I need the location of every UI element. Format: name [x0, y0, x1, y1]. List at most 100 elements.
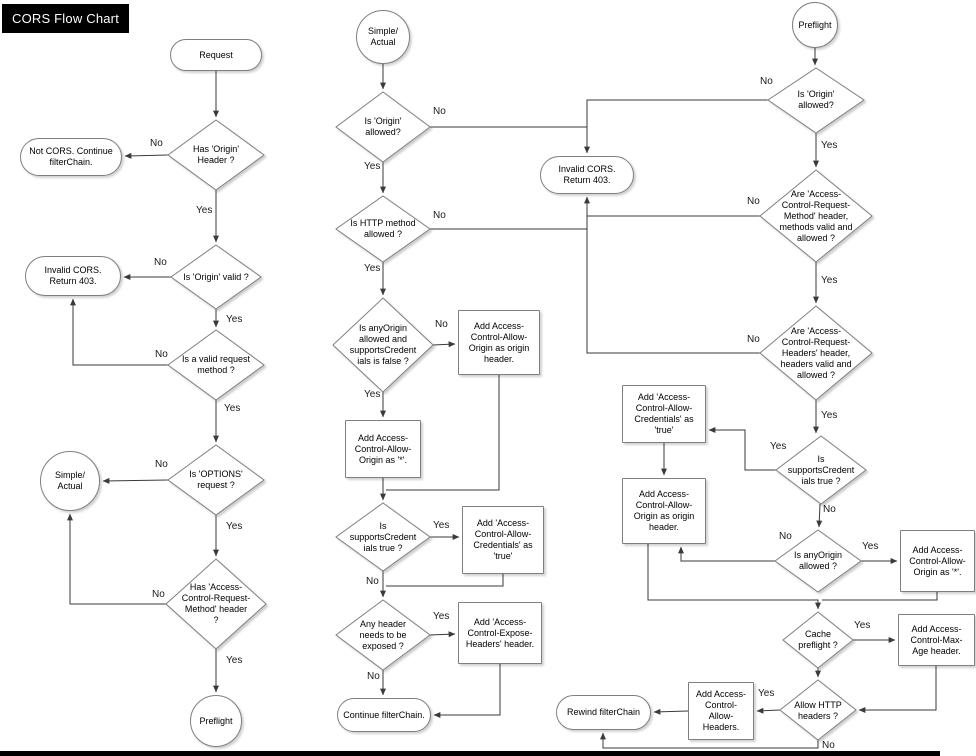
node-has-origin-header: Has 'Origin' Header ? [176, 132, 256, 178]
edge-label-no: No [435, 319, 448, 330]
chart-title: CORS Flow Chart [2, 4, 130, 33]
edge-label-yes: Yes [862, 541, 879, 552]
diamond-m-supports-credentials [335, 502, 431, 572]
node-preflight-right-label: Preflight [798, 19, 832, 30]
node-acrm-valid-label: Are 'Access- Control-Request- Method' he… [779, 188, 853, 243]
edge-label-no: No [155, 459, 168, 470]
node-add-origin-header-right-label: Add Access- Control-Allow- Origin as ori… [633, 489, 695, 532]
edge-label-yes: Yes [433, 611, 450, 622]
node-allow-http-headers-label: Allow HTTP headers ? [794, 700, 842, 721]
node-invalid-cors-left: Invalid CORS. Return 403. [25, 256, 121, 296]
edge-label-no: No [760, 76, 773, 87]
node-origin-allowed-right-label: Is 'Origin' allowed? [797, 89, 835, 110]
node-origin-valid-label: Is 'Origin' valid ? [183, 271, 249, 282]
node-supports-credentials-right: Is supportsCredent ials true ? [779, 450, 863, 490]
node-header-exposed: Any header needs to be exposed ? [341, 613, 425, 657]
edge-label-no: No [747, 196, 760, 207]
edge-label-yes: Yes [758, 688, 775, 699]
diamond-has-origin-header [167, 119, 265, 191]
edge-label-no: No [367, 671, 380, 682]
diamond-m-header-exposed [335, 599, 431, 671]
node-simple-actual-middle-label: Simple/ Actual [367, 26, 398, 47]
connector-lines [67, 48, 938, 749]
node-add-credentials-true-right: Add 'Access- Control-Allow- Credentials'… [622, 385, 706, 443]
node-allow-http-headers: Allow HTTP headers ? [783, 698, 853, 724]
node-preflight-left-label: Preflight [199, 715, 233, 726]
node-supports-credentials-middle: Is supportsCredent ials true ? [341, 517, 425, 557]
diamond-m-http-method [335, 195, 431, 263]
node-acrh-valid-label: Are 'Access- Control-Request- Headers' h… [780, 325, 852, 380]
edge-label-yes: Yes [821, 275, 838, 286]
node-add-expose-headers-label: Add 'Access- Control-Expose- Headers' he… [465, 616, 535, 649]
node-add-origin-header-right: Add Access- Control-Allow- Origin as ori… [622, 478, 706, 544]
edge-label-yes: Yes [770, 441, 787, 452]
node-rewind-filterchain: Rewind filterChain [556, 695, 651, 730]
node-add-star-middle-label: Add Access- Control-Allow- Origin as '*'… [354, 432, 412, 465]
diamond-valid-method [167, 329, 265, 401]
node-add-origin-header-middle: Add Access- Control-Allow- Origin as ori… [458, 310, 540, 375]
node-anyorigin-allowed-right: Is anyOrigin allowed ? [780, 546, 856, 576]
edge-label-yes: Yes [821, 140, 838, 151]
node-acrh-valid: Are 'Access- Control-Request- Headers' h… [766, 323, 866, 383]
node-rewind-filterchain-label: Rewind filterChain [566, 707, 641, 717]
node-add-credentials-true-middle: Add 'Access- Control-Allow- Credentials'… [462, 506, 544, 574]
node-has-acrm-header: Has 'Access- Control-Request- Method' he… [172, 570, 260, 638]
edge-label-no: No [366, 576, 379, 587]
edge-label-yes: Yes [196, 205, 213, 216]
node-not-cors-label: Not CORS. Continue filterChain. [29, 146, 113, 167]
node-simple-actual-left: Simple/ Actual [40, 451, 100, 511]
diamond-r-anyorigin-allowed [774, 529, 862, 593]
edge-label-no: No [150, 138, 163, 149]
node-origin-allowed-middle-label: Is 'Origin' allowed? [364, 116, 402, 137]
node-origin-valid: Is 'Origin' valid ? [176, 257, 256, 297]
node-simple-actual-middle: Simple/ Actual [356, 10, 410, 64]
node-not-cors: Not CORS. Continue filterChain. [20, 138, 122, 176]
diamond-r-acrh-valid [759, 305, 873, 401]
node-add-star-middle: Add Access- Control-Allow- Origin as '*'… [345, 420, 421, 478]
node-add-max-age: Add Access- Control-Max- Age header. [898, 614, 975, 666]
node-options-request-label: Is 'OPTIONS' request ? [189, 469, 243, 490]
node-invalid-cors-left-label: Invalid CORS. Return 403. [44, 265, 102, 286]
node-acrm-valid: Are 'Access- Control-Request- Method' he… [766, 186, 866, 246]
node-simple-actual-left-label: Simple/ Actual [54, 470, 85, 491]
node-http-method-allowed-label: Is HTTP method allowed ? [350, 218, 416, 239]
node-cache-preflight: Cache preflight ? [786, 627, 850, 653]
node-add-origin-header-middle-label: Add Access- Control-Allow- Origin as ori… [468, 320, 530, 364]
node-supports-credentials-right-label: Is supportsCredent ials true ? [787, 453, 855, 486]
diamond-has-acrm-header [165, 558, 267, 650]
node-request-label: Request [199, 49, 233, 60]
node-supports-credentials-middle-label: Is supportsCredent ials true ? [349, 520, 417, 553]
bottom-edge-bar [0, 751, 940, 756]
node-valid-method: Is a valid request method ? [172, 342, 260, 388]
node-add-expose-headers: Add 'Access- Control-Expose- Headers' he… [458, 602, 542, 664]
node-has-acrm-header-label: Has 'Access- Control-Request- Method' he… [181, 582, 251, 625]
node-cache-preflight-label: Cache preflight ? [798, 629, 838, 650]
node-has-origin-header-label: Has 'Origin' Header ? [193, 144, 239, 165]
edge-label-yes: Yes [821, 410, 838, 421]
edge-label-no: No [155, 349, 168, 360]
edge-label-yes: Yes [226, 521, 243, 532]
diamond-r-acrm-valid [759, 169, 873, 263]
edge-label-yes: Yes [433, 520, 450, 531]
edge-label-no: No [747, 334, 760, 345]
node-add-star-right: Add Access- Control-Allow- Origin as '*'… [900, 530, 975, 592]
node-options-request: Is 'OPTIONS' request ? [172, 457, 260, 503]
node-origin-allowed-right: Is 'Origin' allowed? [776, 80, 856, 120]
diamond-r-cache-preflight [782, 611, 854, 669]
diamond-m-anyorigin-credentials [332, 297, 434, 393]
diamond-origin-valid [170, 244, 262, 310]
node-continue-filterchain: Continue filterChain. [337, 698, 431, 732]
node-add-star-right-label: Add Access- Control-Allow- Origin as '*'… [909, 544, 966, 577]
diamond-r-allow-http-headers [779, 679, 857, 741]
edge-label-yes: Yes [224, 403, 241, 414]
edge-label-no: No [433, 210, 446, 221]
node-add-max-age-label: Add Access- Control-Max- Age header. [910, 623, 963, 656]
node-add-credentials-true-middle-label: Add 'Access- Control-Allow- Credentials'… [473, 518, 533, 561]
decision-diamonds [165, 67, 873, 741]
edge-label-no: No [433, 106, 446, 117]
node-request: Request [170, 39, 262, 71]
edge-label-yes: Yes [226, 655, 243, 666]
edge-label-yes: Yes [854, 620, 871, 631]
